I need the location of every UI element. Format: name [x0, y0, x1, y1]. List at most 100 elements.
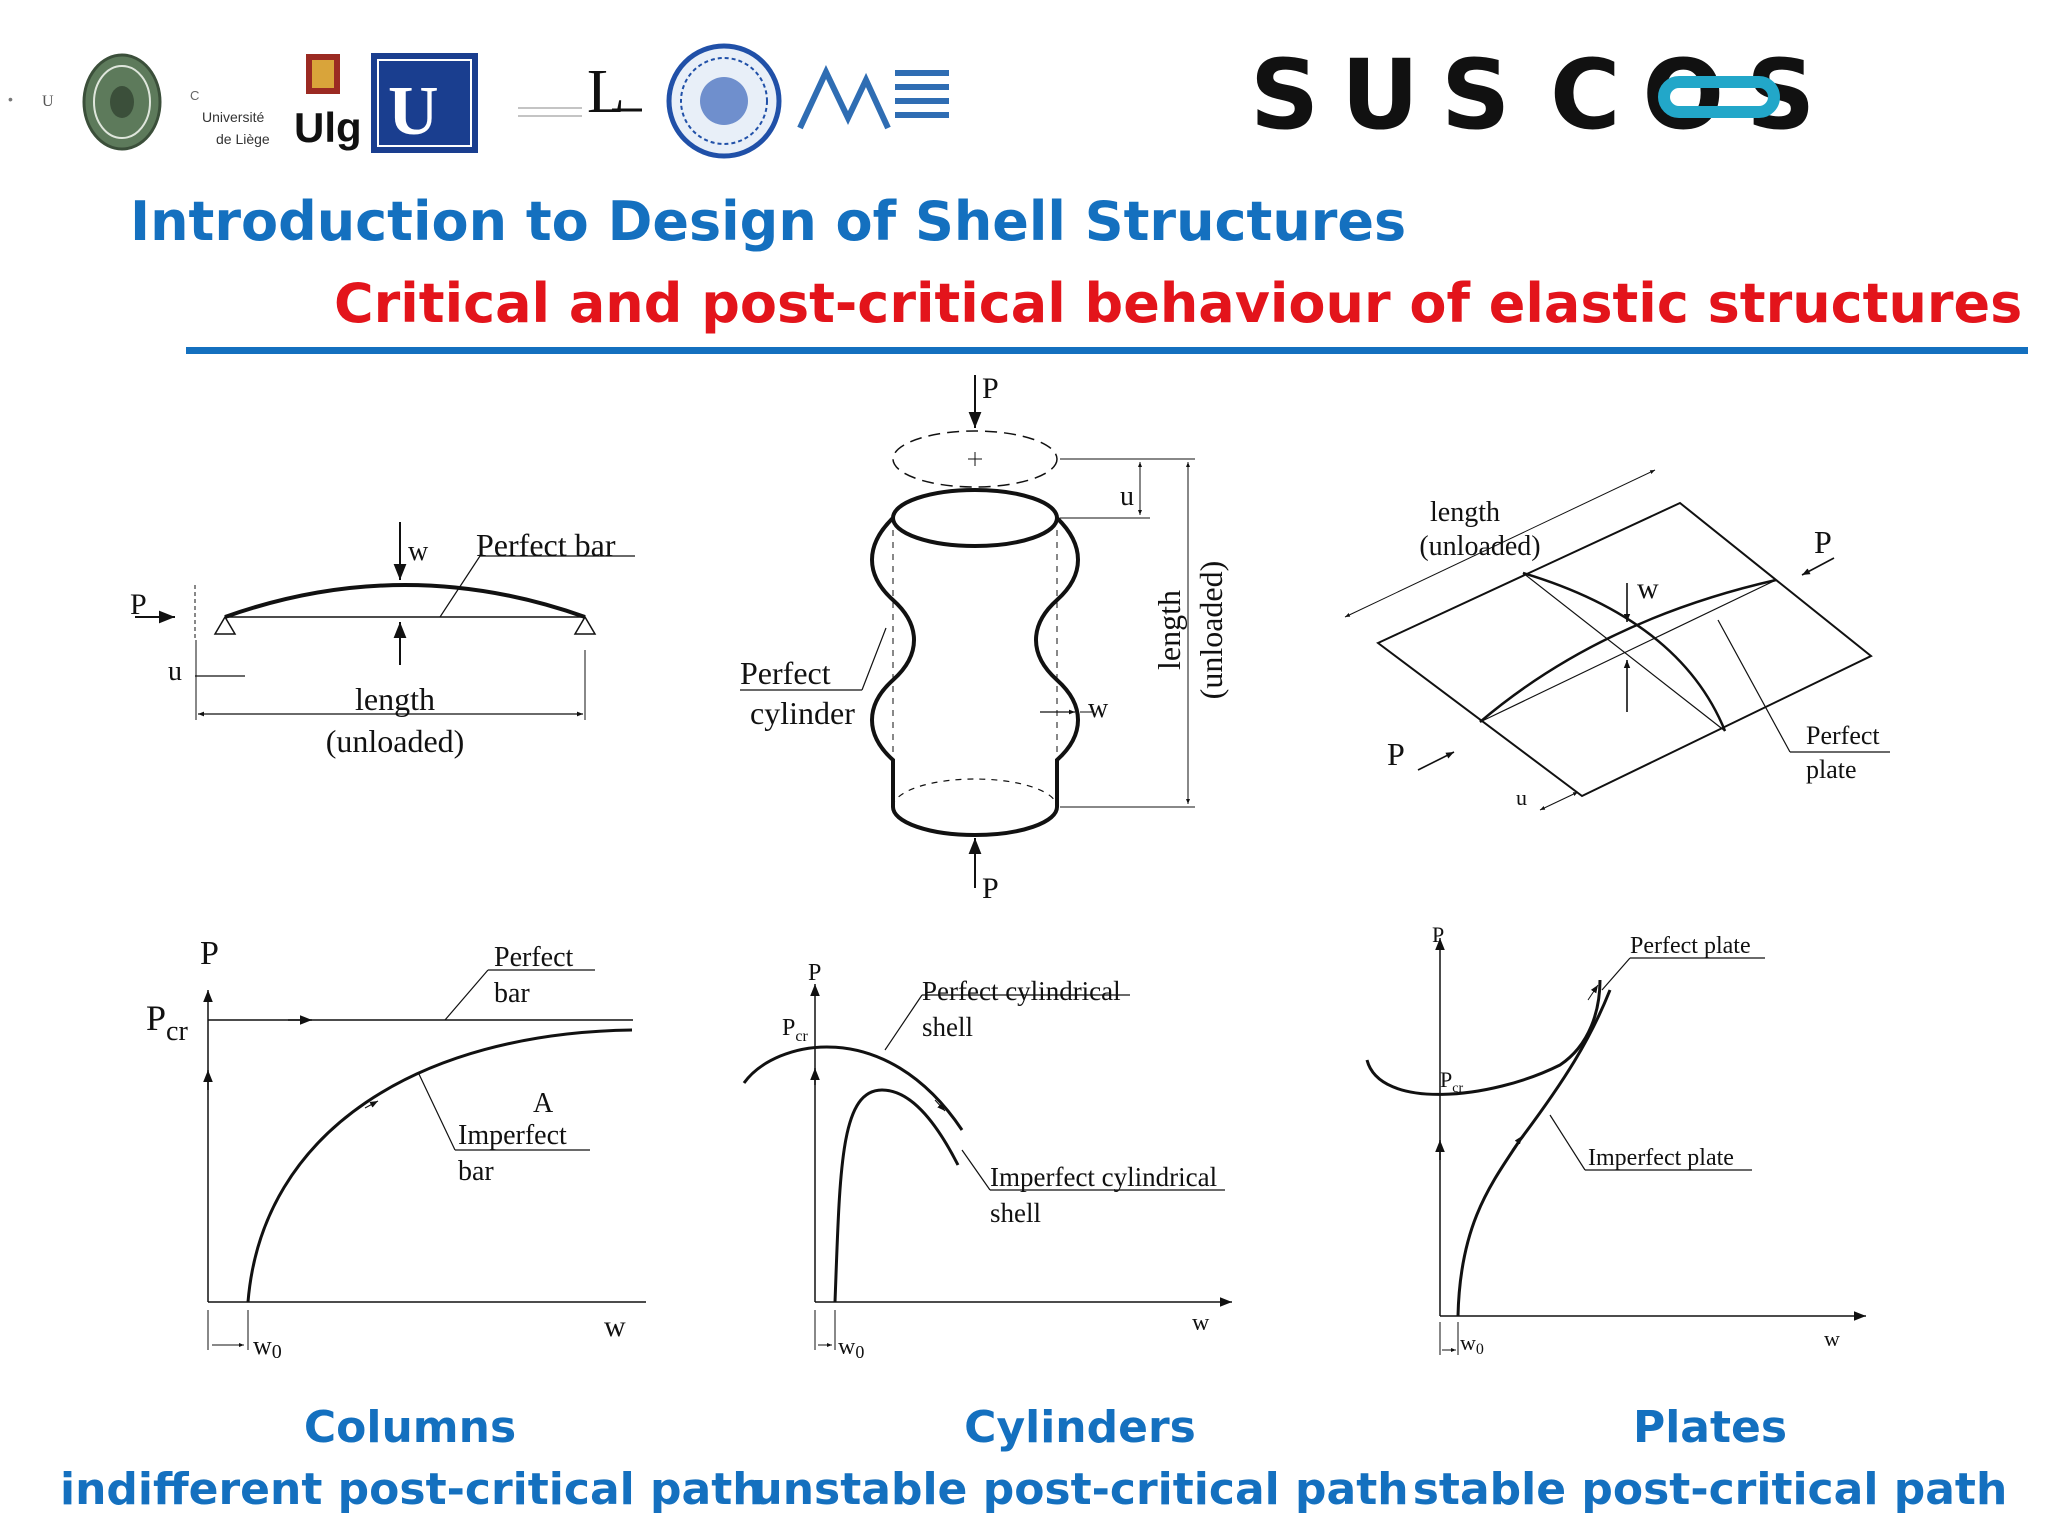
svg-text:de Liège: de Liège: [216, 131, 270, 147]
svg-text:U: U: [42, 93, 54, 110]
partner-logo-prague: • U: [8, 91, 54, 110]
column-pcr-label: Pcr: [146, 998, 188, 1047]
plate-caption-subtitle: stable post-critical path: [1412, 1464, 2008, 1515]
plate-y-axis-label: P: [1432, 922, 1444, 947]
plate-pcr-label: Pcr: [1440, 1067, 1463, 1096]
plate-imperfect-graph-leader: [1549, 1114, 1586, 1171]
svg-text:SUS: SUS: [1250, 40, 1532, 151]
cylinder-graph: [742, 984, 1232, 1350]
column-graph: [203, 969, 646, 1350]
plate-graph: [1365, 938, 1866, 1355]
cylinder-w0-label: w0: [838, 1334, 864, 1362]
svg-text:U: U: [388, 73, 439, 150]
bar-u-label: u: [168, 656, 182, 687]
title-underline: [186, 347, 2028, 354]
cylinder-imperfect-label-2: shell: [990, 1198, 1041, 1228]
perfect-bar-leader: [439, 555, 481, 618]
bar-w-label: w: [408, 536, 429, 567]
plate-perfect-graph-leader: [1601, 957, 1631, 991]
cylinder-y-axis-label: P: [808, 960, 821, 986]
plate-plate-label: plate: [1806, 755, 1857, 784]
column-imperfect-label-1: Imperfect: [458, 1120, 567, 1151]
cyl-original-top: [892, 430, 1058, 488]
cyl-length-label: length: [1151, 590, 1187, 670]
plate-load-arrow-right: [1801, 557, 1835, 576]
column-imperfect-path: [246, 1028, 633, 1303]
cyl-bottom-load-label: P: [982, 872, 999, 905]
cylinder-pcr-label: Pcr: [782, 1015, 808, 1045]
cylinder-perfect-label-1: Perfect cylindrical: [922, 976, 1121, 1006]
cyl-top-edge: [891, 488, 1059, 548]
cylinder-sketch: [740, 375, 1195, 888]
cyl-top-load-label: P: [982, 372, 999, 405]
cylinder-caption: Cylinders unstable post-critical path: [730, 1397, 1430, 1521]
column-perfect-label-2: bar: [494, 978, 530, 1009]
plate-length-dimension: [1344, 469, 1656, 618]
plate-perfect-graph-label: Perfect plate: [1630, 933, 1751, 959]
cyl-w-label: w: [1088, 693, 1109, 724]
ctu-prague-logo: [797, 64, 949, 130]
plate-buckled-curve-1: [1479, 578, 1777, 723]
column-caption-subtitle: indifferent post-critical path: [60, 1464, 764, 1515]
plate-w-label: w: [1637, 572, 1659, 605]
bar-perfect-label: Perfect bar: [476, 527, 616, 563]
cylinder-imperfect-leader: [961, 1149, 991, 1191]
bar-unloaded-label: (unloaded): [326, 723, 465, 759]
logo-strip: • U C Université de Liège Ulg U L SU: [8, 40, 1815, 159]
plate-perfect-label: Perfect: [1806, 721, 1880, 750]
svg-text:Ulg: Ulg: [294, 104, 362, 151]
bar-load-label: P: [130, 588, 147, 621]
column-perfect-label-1: Perfect: [494, 942, 574, 973]
plate-u-label: u: [1516, 785, 1527, 810]
cyl-perfect-label: Perfect: [740, 655, 831, 691]
cylinder-perfect-label-2: shell: [922, 1012, 973, 1042]
plate-load-arrow-left: [1417, 751, 1455, 771]
plate-x-axis-label: w: [1824, 1326, 1840, 1351]
plate-caption: Plates stable post-critical path: [1380, 1397, 2040, 1521]
plate-imperfect-graph-label: Imperfect plate: [1588, 1145, 1734, 1171]
pin-support-left: [213, 615, 237, 635]
plate-u-dimension: [1539, 791, 1579, 811]
cyl-bottom-edge: [891, 806, 1059, 837]
column-caption-title: Columns: [303, 1402, 517, 1453]
column-x-axis-label: w: [604, 1310, 626, 1343]
bar-deflected-shape: [224, 583, 586, 619]
cylinder-x-axis-label: w: [1192, 1310, 1210, 1336]
plate-length-label: length: [1430, 497, 1500, 528]
liege-logo: C Université de Liège Ulg: [190, 54, 362, 151]
plate-unloaded-label: (unloaded): [1419, 531, 1540, 562]
svg-text:Université: Université: [202, 109, 264, 125]
plate-center-line-1: [1522, 572, 1726, 732]
plate-perfect-path: [1365, 979, 1602, 1096]
column-w0-label: w0: [253, 1331, 282, 1363]
cyl-right-wall: [1034, 516, 1080, 807]
cylinder-perfect-leader: [884, 994, 923, 1051]
column-y-axis-label: P: [200, 935, 219, 972]
cyl-left-wall: [870, 516, 916, 807]
seal-logo-1: [82, 53, 162, 151]
cyl-cylinder-label: cylinder: [750, 695, 855, 731]
column-imperfect-leader: [417, 1071, 456, 1151]
column-imperfect-label-2: bar: [458, 1156, 494, 1187]
plate-w0-label: w0: [1460, 1330, 1484, 1358]
plate-load-label-right: P: [1814, 524, 1832, 560]
cylinder-perfect-path: [742, 1045, 964, 1131]
plate-load-label-left: P: [1387, 736, 1405, 772]
u-badge-logo: U: [371, 53, 478, 153]
cyl-perfect-leader: [861, 627, 887, 691]
column-perfect-leader: [444, 969, 489, 1021]
suscos-logo: SUS COS: [1250, 40, 1815, 151]
cyl-u-label: u: [1120, 481, 1134, 512]
svg-text:•: •: [8, 91, 13, 107]
bar-length-label: length: [355, 681, 435, 717]
cyl-unloaded-label: (unloaded): [1193, 561, 1229, 700]
slide-title: Introduction to Design of Shell Structur…: [130, 190, 1407, 253]
plate-center-line-2: [1479, 579, 1777, 723]
bar-sketch: [135, 522, 635, 720]
cylinder-imperfect-label-1: Imperfect cylindrical: [990, 1162, 1217, 1192]
plate-sketch: [1344, 469, 1890, 811]
slide-subtitle: Critical and post-critical behaviour of …: [334, 272, 2023, 335]
svg-text:C: C: [190, 88, 199, 103]
cylinder-caption-subtitle: unstable post-critical path: [751, 1464, 1409, 1515]
plate-perfect-leader: [1717, 619, 1791, 753]
